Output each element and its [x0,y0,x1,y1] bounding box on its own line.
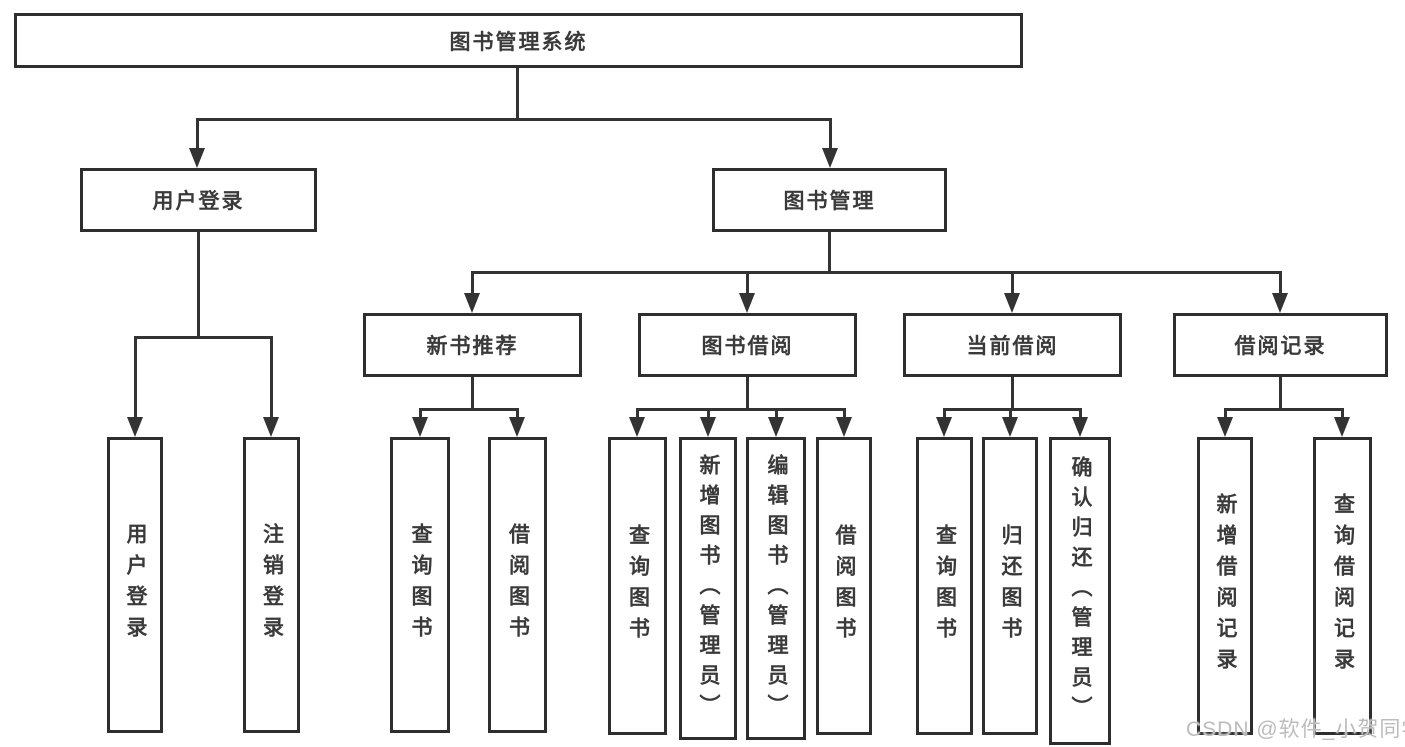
edge-borrowing-rail [636,408,845,411]
arrow-down-icon [1002,417,1018,437]
leaf-query-books-current-label: 查询图书 [933,524,957,648]
arrow-down-icon [1004,293,1020,313]
edge-records-drop [1341,408,1344,418]
edge-bookmgmt-stem [828,232,831,271]
leaf-add-borrow-record-label: 新增借阅记录 [1214,493,1237,679]
leaf-query-books-current: 查询图书 [916,437,973,735]
edge-borrowing-drop [843,408,846,418]
edge-current-rail [943,408,1081,411]
leaf-add-book-admin-label: 新增图书（管理员） [697,453,720,724]
edge-root-stem [516,68,519,118]
leaf-query-books-borrow: 查询图书 [608,437,667,735]
node-book-management: 图书管理 [712,168,947,232]
arrow-down-icon [700,417,716,437]
leaf-add-book-admin: 新增图书（管理员） [679,437,737,740]
edge-bookmgmt-rail [471,271,1281,274]
edge-borrowing-drop [636,408,639,418]
node-borrowing-records: 借阅记录 [1173,313,1388,377]
leaf-borrow-books-recommend: 借阅图书 [488,437,547,733]
node-book-borrowing: 图书借阅 [638,313,857,377]
edge-userlogin-stem [197,232,200,336]
edge-records-rail [1224,408,1343,411]
node-current-borrowing: 当前借阅 [903,313,1122,377]
edge-root-left-drop [196,118,199,150]
arrow-down-icon [836,417,852,437]
leaf-query-books-recommend-label: 查询图书 [409,523,432,647]
leaf-logout-label: 注销登录 [260,523,284,647]
edge-userlogin-rail [134,336,272,339]
edge-bookmgmt-drop [1011,271,1014,295]
arrow-down-icon [739,293,755,313]
leaf-borrow-books-label: 借阅图书 [833,524,856,648]
edge-records-drop [1224,408,1227,418]
arrow-down-icon [1217,417,1233,437]
leaf-query-borrow-record-label: 查询借阅记录 [1331,493,1355,679]
arrow-down-icon [464,293,480,313]
arrow-down-icon [263,417,279,437]
leaf-query-borrow-record: 查询借阅记录 [1313,437,1372,735]
arrow-down-icon [1272,293,1288,313]
edge-recommend-rail [419,408,519,411]
node-current-borrowing-label: 当前借阅 [966,335,1059,358]
arrow-down-icon [509,417,525,437]
leaf-borrow-books: 借阅图书 [816,437,872,735]
edge-bookmgmt-drop [1279,271,1282,295]
arrow-down-icon [936,417,952,437]
arrow-down-icon [768,417,784,437]
node-user-login: 用户登录 [80,168,317,232]
arrow-down-icon [127,417,143,437]
leaf-confirm-return-admin-label: 确认归还（管理员） [1069,456,1092,726]
edge-borrowing-drop [775,408,778,418]
node-new-book-recommend: 新书推荐 [363,313,582,377]
edge-borrowing-drop [707,408,710,418]
node-borrowing-records-label: 借阅记录 [1234,335,1327,358]
edge-root-rail [196,118,832,121]
leaf-user-login-label: 用户登录 [124,523,147,647]
node-library-system-label: 图书管理系统 [449,30,588,54]
edge-userlogin-drop [134,336,137,417]
arrow-down-icon [1334,417,1350,437]
leaf-user-login: 用户登录 [107,437,163,733]
edge-bookmgmt-drop [746,271,749,295]
edge-recommend-drop [516,408,519,418]
edge-userlogin-drop [270,336,273,417]
node-user-login-label: 用户登录 [152,190,245,213]
csdn-watermark: CSDN @软件_小贺同学 [1186,718,1405,741]
edge-recommend-stem [471,377,474,408]
arrow-down-icon [412,417,428,437]
node-library-system: 图书管理系统 [14,13,1023,68]
leaf-return-books: 归还图书 [982,437,1038,735]
node-book-borrowing-label: 图书借阅 [701,335,794,358]
node-book-management-label: 图书管理 [783,190,876,213]
arrow-down-icon [822,148,838,168]
edge-recommend-drop [419,408,422,418]
leaf-borrow-books-recommend-label: 借阅图书 [506,523,530,647]
edge-bookmgmt-drop [471,271,474,295]
edge-current-drop [1009,408,1012,418]
leaf-edit-book-admin: 编辑图书（管理员） [746,437,806,740]
leaf-add-borrow-record: 新增借阅记录 [1197,437,1253,735]
leaf-logout: 注销登录 [243,437,300,733]
edge-root-right-drop [829,118,832,150]
edge-current-drop [943,408,946,418]
leaf-query-books-recommend: 查询图书 [390,437,450,733]
arrow-down-icon [189,148,205,168]
arrow-down-icon [1072,417,1088,437]
edge-current-drop [1079,408,1082,418]
edge-borrowing-stem [746,377,749,408]
leaf-confirm-return-admin: 确认归还（管理员） [1049,437,1111,745]
edge-records-stem [1279,377,1282,408]
leaf-query-books-borrow-label: 查询图书 [626,524,650,648]
edge-current-stem [1011,377,1014,408]
leaf-return-books-label: 归还图书 [999,524,1022,648]
node-new-book-recommend-label: 新书推荐 [426,335,519,358]
leaf-edit-book-admin-label: 编辑图书（管理员） [765,453,788,724]
arrow-down-icon [629,417,645,437]
